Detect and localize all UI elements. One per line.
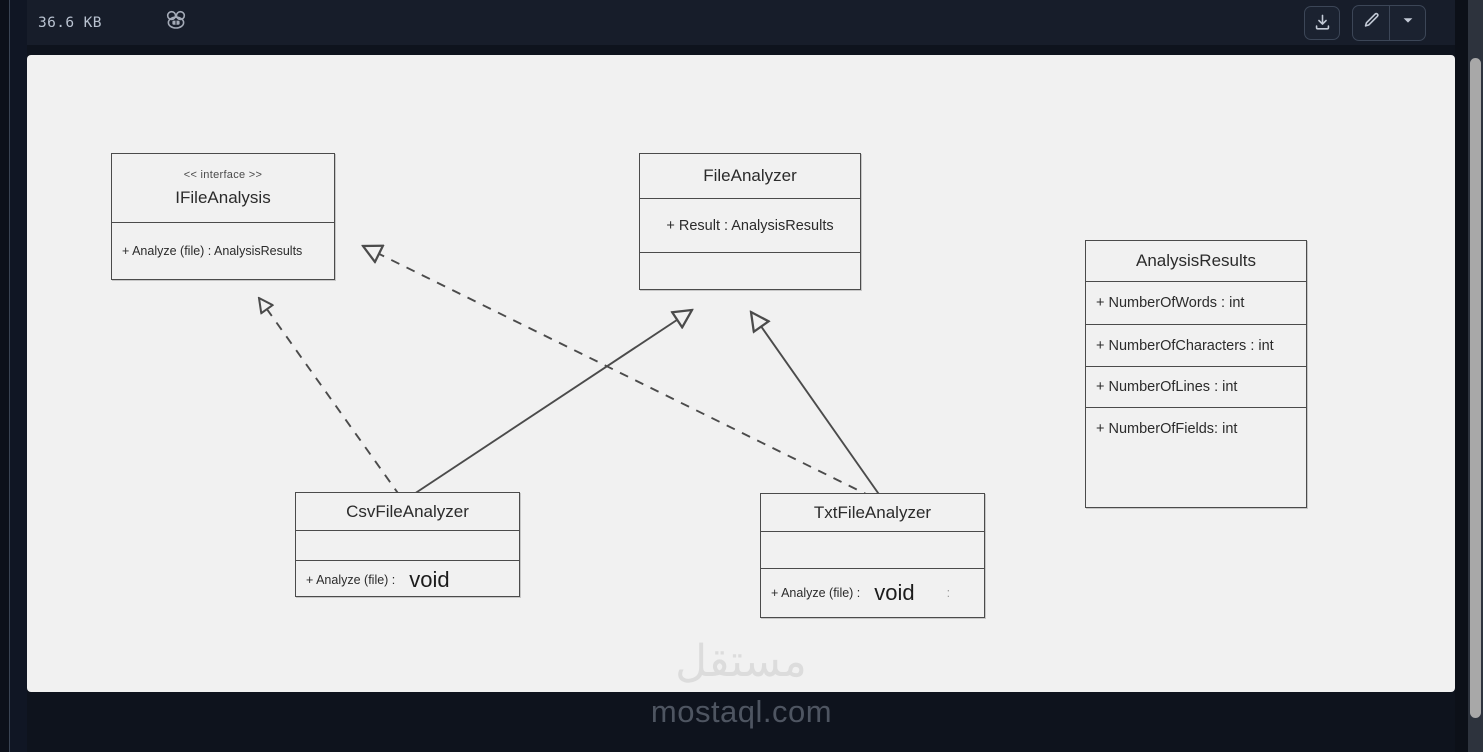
relation-csv-extends-fileanalyzer bbox=[410, 310, 692, 497]
class-box-fileanalyzer[interactable]: FileAnalyzer + Result : AnalysisResults bbox=[639, 153, 861, 290]
member-item: + NumberOfFields: int bbox=[1096, 420, 1238, 437]
class-box-txtfileanalyzer[interactable]: TxtFileAnalyzer + Analyze (file) : void … bbox=[760, 493, 985, 618]
class-name: AnalysisResults bbox=[1136, 251, 1256, 271]
diagram-canvas[interactable]: << interface >> IFileAnalysis + Analyze … bbox=[27, 55, 1455, 692]
member-item: + NumberOfLines : int bbox=[1096, 379, 1238, 395]
member-item: + NumberOfCharacters : int bbox=[1096, 337, 1274, 354]
member-item: + Result : AnalysisResults bbox=[666, 217, 834, 234]
watermark-arabic: مستقل bbox=[675, 637, 807, 686]
download-button[interactable] bbox=[1304, 5, 1340, 40]
member-item: + Analyze (file) : AnalysisResults bbox=[122, 244, 303, 258]
left-rail-gap bbox=[10, 0, 27, 752]
class-box-ifileanalysis[interactable]: << interface >> IFileAnalysis + Analyze … bbox=[111, 153, 335, 280]
class-header-csvfileanalyzer: CsvFileAnalyzer bbox=[296, 493, 519, 531]
class-attribute-row: + NumberOfFields: int bbox=[1086, 408, 1306, 449]
member-return-type: void bbox=[874, 580, 915, 605]
member-item: + Analyze (file) : bbox=[771, 586, 861, 600]
vertical-scrollbar-thumb[interactable] bbox=[1470, 58, 1481, 718]
bot-icon[interactable] bbox=[164, 8, 188, 37]
vertical-scrollbar-track[interactable] bbox=[1468, 0, 1483, 752]
class-attribute-row: + NumberOfLines : int bbox=[1086, 367, 1306, 408]
class-header-txtfileanalyzer: TxtFileAnalyzer bbox=[761, 494, 984, 532]
relation-txt-extends-fileanalyzer bbox=[751, 312, 884, 501]
member-return-type: void bbox=[409, 566, 450, 592]
class-header-ifileanalysis: << interface >> IFileAnalysis bbox=[112, 154, 334, 223]
class-name: CsvFileAnalyzer bbox=[346, 501, 469, 521]
class-methods-fileanalyzer bbox=[640, 253, 860, 289]
class-name: IFileAnalysis bbox=[175, 187, 271, 207]
class-members-ifileanalysis: + Analyze (file) : AnalysisResults bbox=[112, 223, 334, 279]
class-attribute-row: + NumberOfWords : int bbox=[1086, 282, 1306, 325]
edit-dropdown-button[interactable] bbox=[1389, 5, 1425, 40]
class-attribute-row: + NumberOfCharacters : int bbox=[1086, 325, 1306, 367]
class-box-csvfileanalyzer[interactable]: CsvFileAnalyzer + Analyze (file) : void bbox=[295, 492, 520, 597]
right-edge-strip bbox=[1455, 0, 1468, 752]
download-icon bbox=[1313, 13, 1332, 32]
file-size-label: 36.6 KB bbox=[38, 14, 102, 31]
relation-csv-realizes-ifileanalysis bbox=[259, 298, 401, 497]
class-methods-txtfileanalyzer: + Analyze (file) : void : bbox=[761, 569, 984, 617]
toolbar: 36.6 KB bbox=[27, 0, 1468, 45]
pencil-icon bbox=[1362, 11, 1381, 35]
class-attributes-txtfileanalyzer bbox=[761, 532, 984, 569]
class-methods-csvfileanalyzer: + Analyze (file) : void bbox=[296, 561, 519, 598]
class-header-analysisresults: AnalysisResults bbox=[1086, 241, 1306, 282]
toolbar-right-group bbox=[1304, 4, 1468, 41]
left-rail bbox=[0, 0, 10, 752]
class-stereotype: << interface >> bbox=[183, 168, 263, 181]
class-header-fileanalyzer: FileAnalyzer bbox=[640, 154, 860, 199]
watermark-latin: mostaql.com bbox=[650, 694, 833, 729]
toolbar-left-group: 36.6 KB bbox=[27, 8, 188, 37]
class-name: TxtFileAnalyzer bbox=[813, 502, 932, 522]
class-attributes-csvfileanalyzer bbox=[296, 531, 519, 561]
class-attributes-fileanalyzer: + Result : AnalysisResults bbox=[640, 199, 860, 253]
member-item: + Analyze (file) : bbox=[306, 572, 396, 587]
member-item: + NumberOfWords : int bbox=[1096, 295, 1245, 311]
watermark-arabic-wrap: مستقل bbox=[27, 640, 1455, 684]
edit-button[interactable] bbox=[1353, 6, 1389, 40]
member-trailing-mark: : bbox=[946, 586, 951, 600]
class-name: FileAnalyzer bbox=[703, 166, 797, 186]
chevron-down-icon bbox=[1401, 13, 1415, 32]
left-rail-divider bbox=[9, 0, 10, 752]
edit-split-button bbox=[1352, 4, 1426, 41]
class-box-analysisresults[interactable]: AnalysisResults + NumberOfWords : int + … bbox=[1085, 240, 1307, 508]
